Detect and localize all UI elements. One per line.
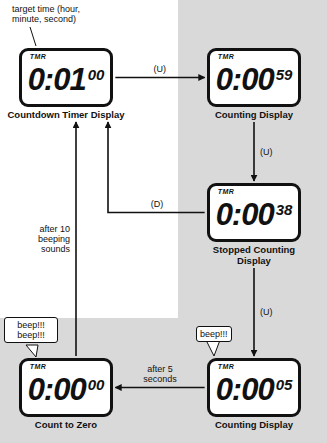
lcd-frame: TMR0:0000 xyxy=(19,358,114,417)
flow-arrow xyxy=(253,122,255,181)
flow-arrow xyxy=(253,268,255,356)
time-digits: 0:00 xyxy=(28,370,86,410)
flow-arrow xyxy=(108,122,205,213)
lcd-display: TMR0:0005Counting Display xyxy=(202,358,306,430)
flow-arrow xyxy=(115,387,204,389)
mode-indicator: TMR xyxy=(30,53,47,60)
display-caption: Stopped Counting Display xyxy=(202,244,306,266)
speech-callout: beep!!! xyxy=(196,326,232,342)
edge-label: after 5 seconds xyxy=(133,364,187,384)
time-digits: 0:00 xyxy=(216,195,274,235)
time-digits: 0:00 xyxy=(216,370,274,410)
lcd-frame: TMR0:0100 xyxy=(19,48,114,107)
flow-arrow xyxy=(75,122,77,356)
callout-tail xyxy=(206,340,220,356)
mode-indicator: TMR xyxy=(218,363,235,370)
lcd-frame: TMR0:0059 xyxy=(207,48,302,107)
seconds-digits: 38 xyxy=(276,202,293,217)
leader-line xyxy=(30,27,36,46)
callout-tail xyxy=(26,345,38,357)
annotation: target time (hour, minute, second) xyxy=(12,4,112,24)
edge-label: (U) xyxy=(260,307,273,317)
flow-arrow xyxy=(115,77,204,79)
seconds-digits: 05 xyxy=(276,377,293,392)
seconds-digits: 00 xyxy=(88,377,105,392)
lcd-frame: TMR0:0038 xyxy=(207,183,302,242)
edge-label: (U) xyxy=(260,147,273,157)
mode-indicator: TMR xyxy=(30,363,47,370)
seconds-digits: 00 xyxy=(88,67,105,82)
display-caption: Counting Display xyxy=(202,109,306,120)
seconds-digits: 59 xyxy=(276,67,293,82)
time-digits: 0:00 xyxy=(216,60,274,100)
time-digits: 0:01 xyxy=(28,60,86,100)
lcd-display: TMR0:0100Countdown Timer Display xyxy=(4,48,128,120)
edge-label: after 10 beeping sounds xyxy=(8,224,70,254)
mode-indicator: TMR xyxy=(218,188,235,195)
lcd-display: TMR0:0059Counting Display xyxy=(202,48,306,120)
edge-label: (U) xyxy=(153,64,166,74)
speech-callout: beep!!! beep!!! xyxy=(4,317,58,343)
display-caption: Countdown Timer Display xyxy=(4,109,128,120)
lcd-display: TMR0:0000Count to Zero xyxy=(14,358,118,430)
lcd-frame: TMR0:0005 xyxy=(207,358,302,417)
display-caption: Counting Display xyxy=(202,419,306,430)
lcd-display: TMR0:0038Stopped Counting Display xyxy=(202,183,306,266)
edge-label: (D) xyxy=(151,199,164,209)
mode-indicator: TMR xyxy=(218,53,235,60)
display-caption: Count to Zero xyxy=(14,419,118,430)
